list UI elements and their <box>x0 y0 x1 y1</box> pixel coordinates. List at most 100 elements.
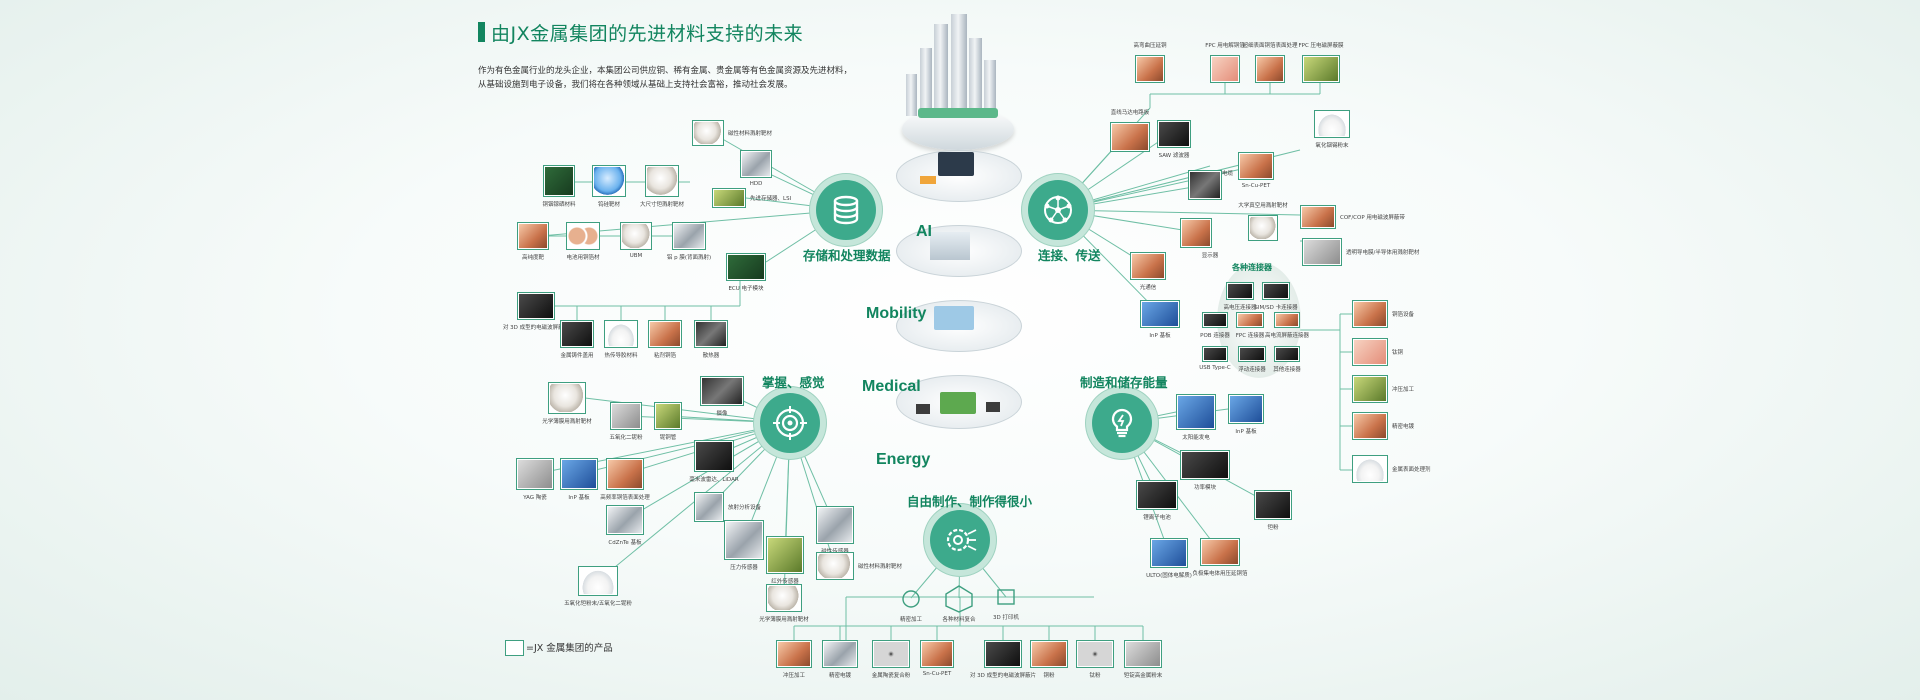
connector-line <box>1057 165 1256 211</box>
product-image <box>1302 207 1334 227</box>
page-title: 由JX金属集团的先进材料支持的未来 <box>491 23 804 45</box>
database-icon <box>833 195 859 225</box>
product-image <box>696 442 732 470</box>
product-tile <box>1274 346 1300 362</box>
product-image <box>650 322 680 346</box>
product-caption: SIM/SD 卡连接器 <box>1254 305 1298 311</box>
product-caption: 五氧化二铌粉 <box>609 435 643 441</box>
product-caption: 光学薄膜用溅射靶材 <box>542 419 592 425</box>
product-image <box>608 507 642 533</box>
product-tile <box>1188 170 1222 200</box>
product-image <box>818 508 852 542</box>
product-image <box>1354 457 1386 481</box>
product-image <box>1240 154 1272 178</box>
factory-icon <box>930 232 970 260</box>
product-image <box>696 322 726 346</box>
product-image <box>768 586 800 610</box>
product-image <box>922 642 952 666</box>
product-caption: 光通信 <box>1139 285 1157 291</box>
product-tile <box>566 222 600 250</box>
product-tile <box>1076 640 1114 668</box>
product-caption: 大学真空用溅射靶材 <box>1238 203 1288 209</box>
product-tile <box>1228 394 1264 424</box>
product-caption: 其他连接器 <box>1273 367 1301 373</box>
product-image <box>519 224 547 248</box>
building <box>951 14 967 118</box>
product-tile <box>543 165 575 197</box>
product-tile <box>1352 455 1388 483</box>
product-tile <box>700 376 744 406</box>
product-tile <box>1202 312 1228 328</box>
product-caption: InP 基板 <box>568 495 590 501</box>
product-image <box>656 404 680 428</box>
tower-label-energy: Energy <box>876 451 931 468</box>
product-tile <box>1302 238 1342 266</box>
product-caption: 大尺寸钽溅射靶材 <box>639 202 685 208</box>
product-caption: 精密加工 <box>899 617 923 623</box>
product-caption: 压力传感器 <box>730 565 758 571</box>
product-tile <box>1238 152 1274 180</box>
product-image <box>1354 414 1386 438</box>
screen-icon <box>934 306 974 330</box>
product-image <box>1354 340 1386 364</box>
product-tile <box>1200 538 1240 566</box>
product-tile <box>1176 394 1216 430</box>
product-caption: 透明导电膜/半导体用溅射靶材 <box>1346 250 1420 256</box>
product-tile <box>1302 55 1340 83</box>
product-tile <box>1210 55 1240 83</box>
product-tile <box>1238 346 1266 362</box>
product-tile <box>1135 55 1165 83</box>
monitor-icon <box>938 152 974 176</box>
robot-arm-icon <box>920 176 936 184</box>
gear-hand-icon <box>946 528 977 552</box>
product-image <box>1190 172 1220 198</box>
product-caption: 摄像 <box>716 411 728 417</box>
connector-cluster-title: 各种连接器 <box>1232 263 1272 272</box>
product-tile <box>1352 375 1388 403</box>
product-caption: 五氧化钽粉末/五氧化二铌粉 <box>564 601 632 607</box>
capability-icon <box>997 589 1015 605</box>
product-caption: 氧化铟锡粉末 <box>1315 143 1349 149</box>
product-tile <box>766 584 802 612</box>
battery-icon <box>916 404 930 414</box>
product-caption: 毫米波雷达、LiDAR <box>689 477 739 483</box>
product-caption: 钽锭高金属粉末 <box>1123 673 1163 679</box>
product-caption: ULTO(固体电解质) <box>1146 573 1192 579</box>
product-caption: 太阳能发电 <box>1182 435 1210 441</box>
product-tile <box>1180 218 1212 248</box>
capability-icon <box>945 585 973 613</box>
product-caption: 浮动连接器 <box>1238 367 1266 373</box>
product-image <box>518 460 552 488</box>
product-image <box>568 224 598 248</box>
product-tile <box>1236 312 1264 328</box>
product-image <box>1159 122 1189 146</box>
tower-label-medical: Medical <box>862 378 921 395</box>
product-tile <box>560 458 598 490</box>
product-caption: 高纯度靶 <box>521 255 545 261</box>
product-caption: 精密电镀 <box>828 673 852 679</box>
product-image <box>562 460 596 488</box>
intro-line-1: 作为有色金属行业的龙头企业，本集团公司供应铜、稀有金属、贵金属等有色金属资源及先… <box>478 66 853 76</box>
product-image <box>1316 112 1348 136</box>
product-tile <box>610 402 642 430</box>
product-tile <box>694 440 734 472</box>
product-tile <box>1352 300 1388 328</box>
product-image <box>1304 57 1338 81</box>
product-tile <box>1130 252 1166 280</box>
product-image <box>696 494 722 520</box>
product-tile <box>1255 55 1285 83</box>
product-caption: 钽粉 <box>1267 525 1279 531</box>
building <box>906 74 917 116</box>
product-image <box>768 538 802 572</box>
product-image <box>1078 642 1112 666</box>
product-tile <box>1136 480 1178 510</box>
network-icon <box>1044 195 1072 224</box>
sense-hub-label: 掌握、感觉 <box>762 375 825 390</box>
product-tile <box>816 552 854 580</box>
product-tile <box>1140 300 1180 328</box>
product-image <box>550 384 584 412</box>
product-tile <box>592 165 626 197</box>
product-tile <box>740 150 772 178</box>
product-image <box>1204 314 1226 326</box>
